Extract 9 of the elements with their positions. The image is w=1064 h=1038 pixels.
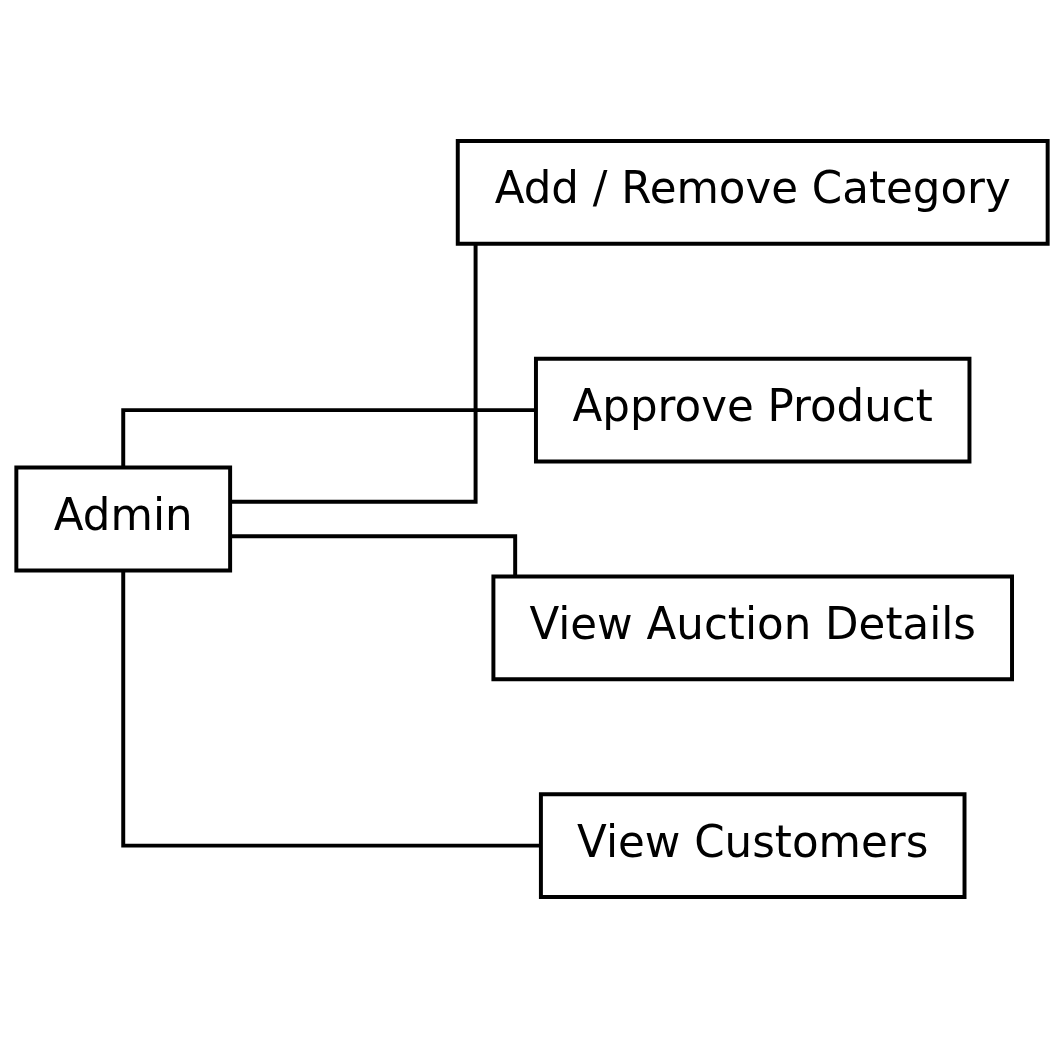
node-box: View Customers	[538, 792, 967, 900]
node-box: Approve Product	[534, 356, 972, 464]
connector	[121, 570, 541, 848]
connector	[230, 534, 518, 577]
node-box: Add / Remove Category	[455, 138, 1050, 246]
node-box: Admin	[14, 465, 233, 573]
connector	[121, 408, 536, 468]
connector	[230, 244, 478, 504]
node-box: View Auction Details	[491, 574, 1014, 682]
